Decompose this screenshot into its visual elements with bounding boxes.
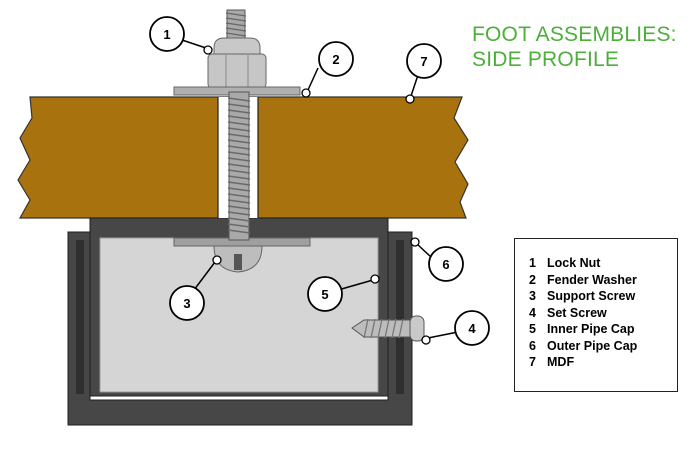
legend-number: 1 [529, 256, 536, 271]
legend-label: Support Screw [547, 289, 636, 304]
outer-cap-wall-right [396, 240, 404, 394]
callout-number: 1 [163, 27, 170, 42]
callout-number: 6 [442, 257, 449, 272]
support-screw-rod [217, 91, 259, 241]
legend-label: MDF [547, 355, 575, 370]
legend-item: 5 Inner Pipe Cap [529, 321, 669, 338]
threaded-rod-top [225, 9, 247, 47]
legend-label: Set Screw [547, 305, 607, 320]
callout-1: 1 [149, 16, 185, 52]
callout-circle [318, 41, 354, 77]
callout-7: 7 [406, 43, 442, 79]
legend-label: Fender Washer [547, 272, 637, 287]
legend-item: 3 Support Screw [529, 288, 669, 305]
legend-item: 6 Outer Pipe Cap [529, 338, 669, 355]
callout-number: 7 [420, 54, 427, 69]
callout-5: 5 [307, 276, 343, 312]
callout-circle [406, 43, 442, 79]
legend-item: 2 Fender Washer [529, 272, 669, 289]
callout-circle [149, 16, 185, 52]
legend-item: 4 Set Screw [529, 305, 669, 322]
callout-circle [428, 246, 464, 282]
leader-anchors [203, 45, 431, 345]
callout-number: 5 [321, 287, 328, 302]
legend-item: 1 Lock Nut [529, 255, 669, 272]
legend-label: Outer Pipe Cap [547, 338, 638, 353]
lock-nut [207, 37, 267, 89]
callout-6: 6 [428, 246, 464, 282]
callout-number: 4 [468, 321, 476, 336]
diagram-title: FOOT ASSEMBLIES: SIDE PROFILE [472, 22, 677, 72]
callout-circle [307, 276, 343, 312]
set-screw [351, 315, 425, 342]
legend-number: 6 [529, 338, 536, 353]
callout-circle [169, 285, 205, 321]
callout-4: 4 [454, 310, 490, 346]
callout-number: 2 [332, 52, 339, 67]
callout-circle [454, 310, 490, 346]
legend-label: Lock Nut [547, 256, 601, 271]
leader-lines [181, 39, 459, 339]
legend-number: 2 [529, 272, 536, 287]
outer-cap-wall-left [76, 240, 84, 394]
legend-label: Inner Pipe Cap [547, 322, 635, 337]
title-line-2: SIDE PROFILE [472, 48, 620, 71]
title-line-1: FOOT ASSEMBLIES: [472, 23, 677, 46]
legend-item: 7 MDF [529, 354, 669, 371]
legend-number: 3 [529, 289, 536, 304]
callout-3: 3 [169, 285, 205, 321]
legend-number: 5 [529, 322, 536, 337]
legend-number: 4 [529, 305, 536, 320]
callout-2: 2 [318, 41, 354, 77]
legend-number: 7 [529, 355, 536, 370]
callout-number: 3 [183, 296, 190, 311]
